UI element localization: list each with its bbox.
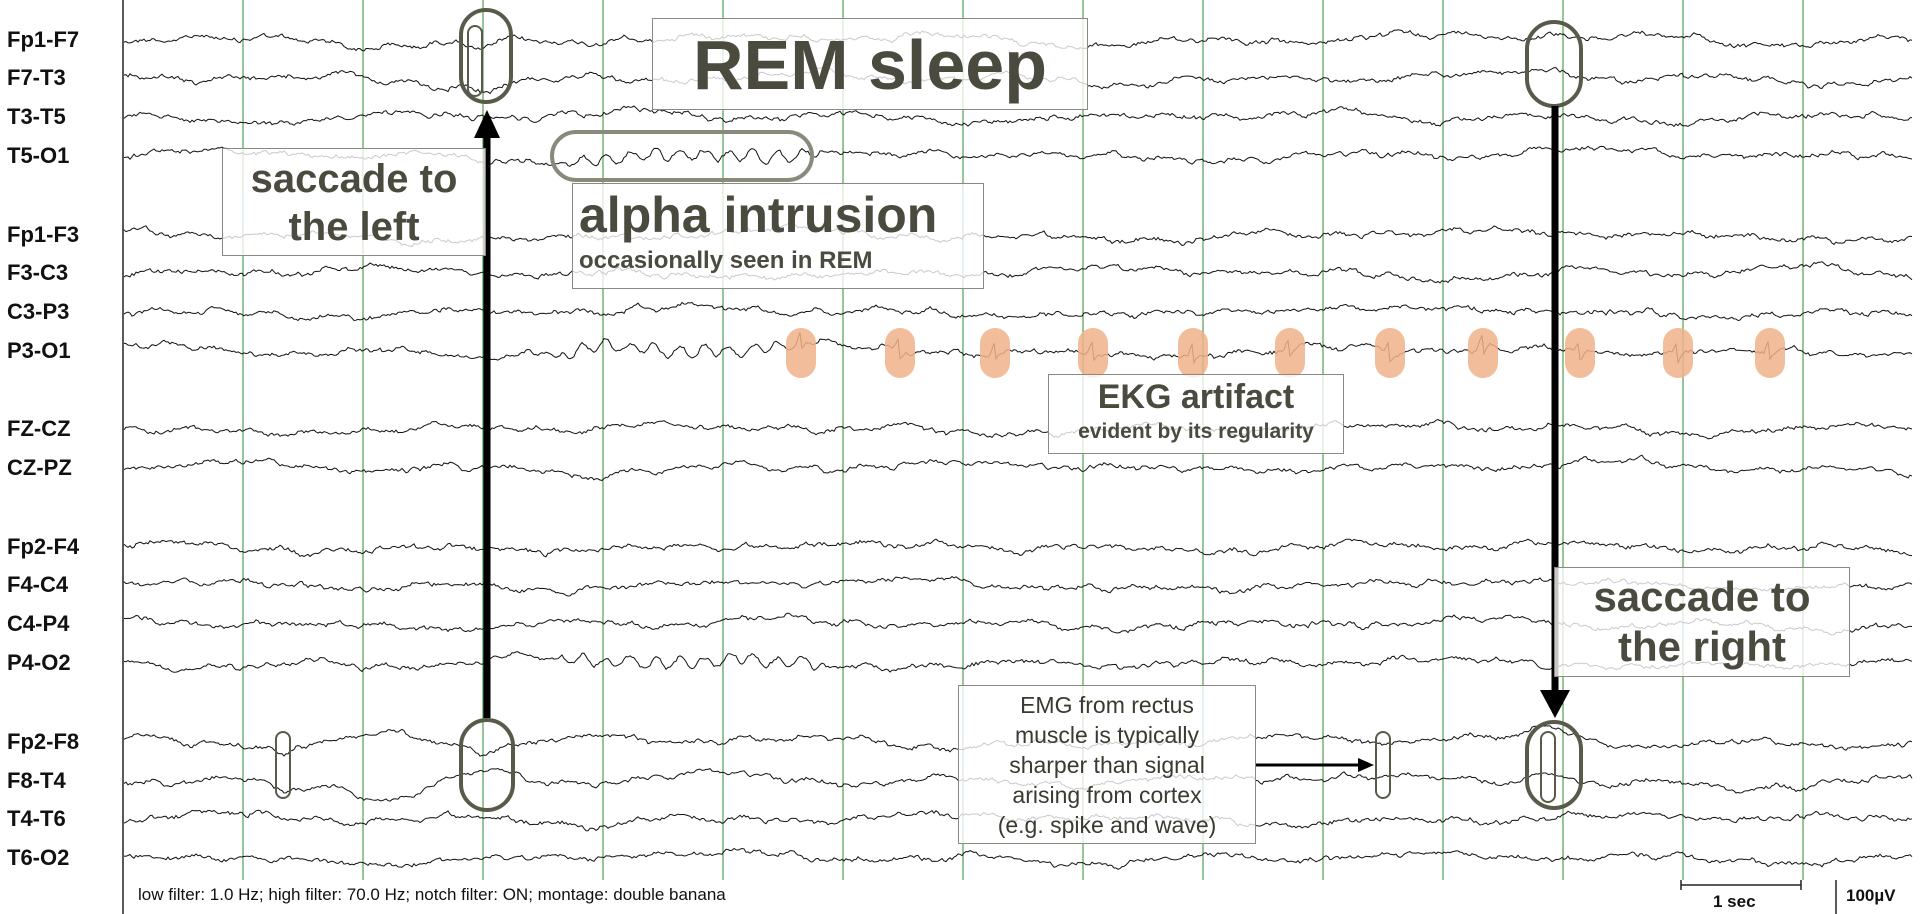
trace-f3-c3	[123, 261, 1913, 284]
trace-t3-t5	[123, 105, 1913, 128]
channel-label-cz-pz: CZ-PZ	[7, 455, 72, 480]
ekg-marker-6	[1275, 328, 1305, 378]
time-gridlines	[122, 0, 1837, 914]
channel-label-f3-c3: F3-C3	[7, 260, 69, 285]
saccade-right-line2: the right	[1618, 623, 1786, 670]
channel-label-c3-p3: C3-P3	[7, 299, 70, 324]
saccade-right-box: saccade to the right	[1554, 567, 1850, 677]
trace-cz-pz	[123, 454, 1913, 481]
saccade-right-eye-ellipse	[1525, 20, 1583, 108]
channel-label-f4-c4: F4-C4	[7, 572, 69, 597]
emg-line1: EMG from rectus	[1020, 692, 1194, 718]
emg-line4: arising from cortex	[1012, 782, 1202, 808]
emg-line2: muscle is typically	[1014, 722, 1200, 748]
emg-spike-ellipse-left	[275, 731, 291, 799]
saccade-left-eye-ellipse	[459, 8, 513, 104]
title-box: REM sleep	[652, 18, 1088, 110]
ekg-subtitle: evident by its regularity	[1078, 420, 1314, 443]
channel-label-t4-t6: T4-T6	[7, 806, 66, 831]
ekg-marker-5	[1178, 328, 1208, 378]
trace-fp2-f4	[123, 538, 1913, 558]
alpha-intrusion-box: alpha intrusion occasionally seen in REM	[572, 183, 984, 289]
ekg-title: EKG artifact	[1097, 378, 1295, 416]
channel-label-fp2-f8: Fp2-F8	[7, 729, 80, 754]
channel-label-t6-o2: T6-O2	[7, 845, 70, 870]
channel-label-c4-p4: C4-P4	[7, 611, 70, 636]
emg-line5: (e.g. spike and wave)	[997, 812, 1217, 838]
alpha-intrusion-ellipse	[550, 130, 814, 182]
ekg-marker-7	[1375, 328, 1405, 378]
channel-label-fz-cz: FZ-CZ	[7, 416, 71, 441]
ekg-marker-10	[1663, 328, 1693, 378]
emg-note-box: EMG from rectus muscle is typically shar…	[958, 685, 1256, 844]
page-title: REM sleep	[693, 26, 1047, 104]
alpha-subtitle: occasionally seen in REM	[579, 247, 873, 274]
time-scale-label: 1 sec	[1713, 892, 1756, 911]
arrow-emg-head	[1358, 758, 1374, 772]
inner-ellipse-left	[467, 25, 483, 97]
annotation-marks	[275, 8, 1802, 890]
ekg-marker-3	[980, 328, 1010, 378]
trace-fz-cz	[123, 418, 1913, 440]
amplitude-scale-label: 100µV	[1846, 886, 1896, 905]
channel-label-t3-t5: T3-T5	[7, 104, 66, 129]
filter-settings: low filter: 1.0 Hz; high filter: 70.0 Hz…	[138, 885, 726, 904]
trace-p3-o1	[123, 332, 1913, 365]
emg-spike-ellipse-right	[1375, 731, 1391, 799]
ekg-artifact-box: EKG artifact evident by its regularity	[1048, 374, 1344, 454]
saccade-left-box: saccade to the left	[222, 148, 486, 256]
arrow-saccade-right-head	[1540, 690, 1570, 718]
ekg-marker-2	[885, 328, 915, 378]
alpha-title: alpha intrusion	[579, 187, 938, 243]
emg-line3: sharper than signal	[1009, 752, 1205, 778]
saccade-left-line2: the left	[288, 205, 420, 249]
channel-label-t5-o1: T5-O1	[7, 143, 70, 168]
channel-label-f8-t4: F8-T4	[7, 768, 66, 793]
ekg-marker-11	[1755, 328, 1785, 378]
saccade-right-line1: saccade to	[1593, 573, 1811, 620]
channel-label-p3-o1: P3-O1	[7, 338, 71, 363]
saccade-left-line1: saccade to	[250, 157, 458, 201]
saccade-left-temporal-ellipse	[459, 718, 515, 812]
channel-label-p4-o2: P4-O2	[7, 650, 71, 675]
ekg-marker-8	[1468, 328, 1498, 378]
ekg-marker-1	[786, 328, 816, 378]
ekg-marker-9	[1565, 328, 1595, 378]
channel-label-fp2-f4: Fp2-F4	[7, 534, 80, 559]
channel-label-fp1-f3: Fp1-F3	[7, 222, 80, 247]
inner-ellipse-right	[1540, 731, 1556, 803]
saccade-right-temporal-ellipse	[1525, 720, 1583, 810]
channel-label-fp1-f7: Fp1-F7	[7, 27, 80, 52]
trace-c3-p3	[123, 301, 1913, 322]
ekg-marker-4	[1078, 328, 1108, 378]
arrow-saccade-left-head	[474, 110, 500, 138]
channel-label-f7-t3: F7-T3	[7, 65, 66, 90]
trace-t6-o2	[123, 847, 1913, 870]
